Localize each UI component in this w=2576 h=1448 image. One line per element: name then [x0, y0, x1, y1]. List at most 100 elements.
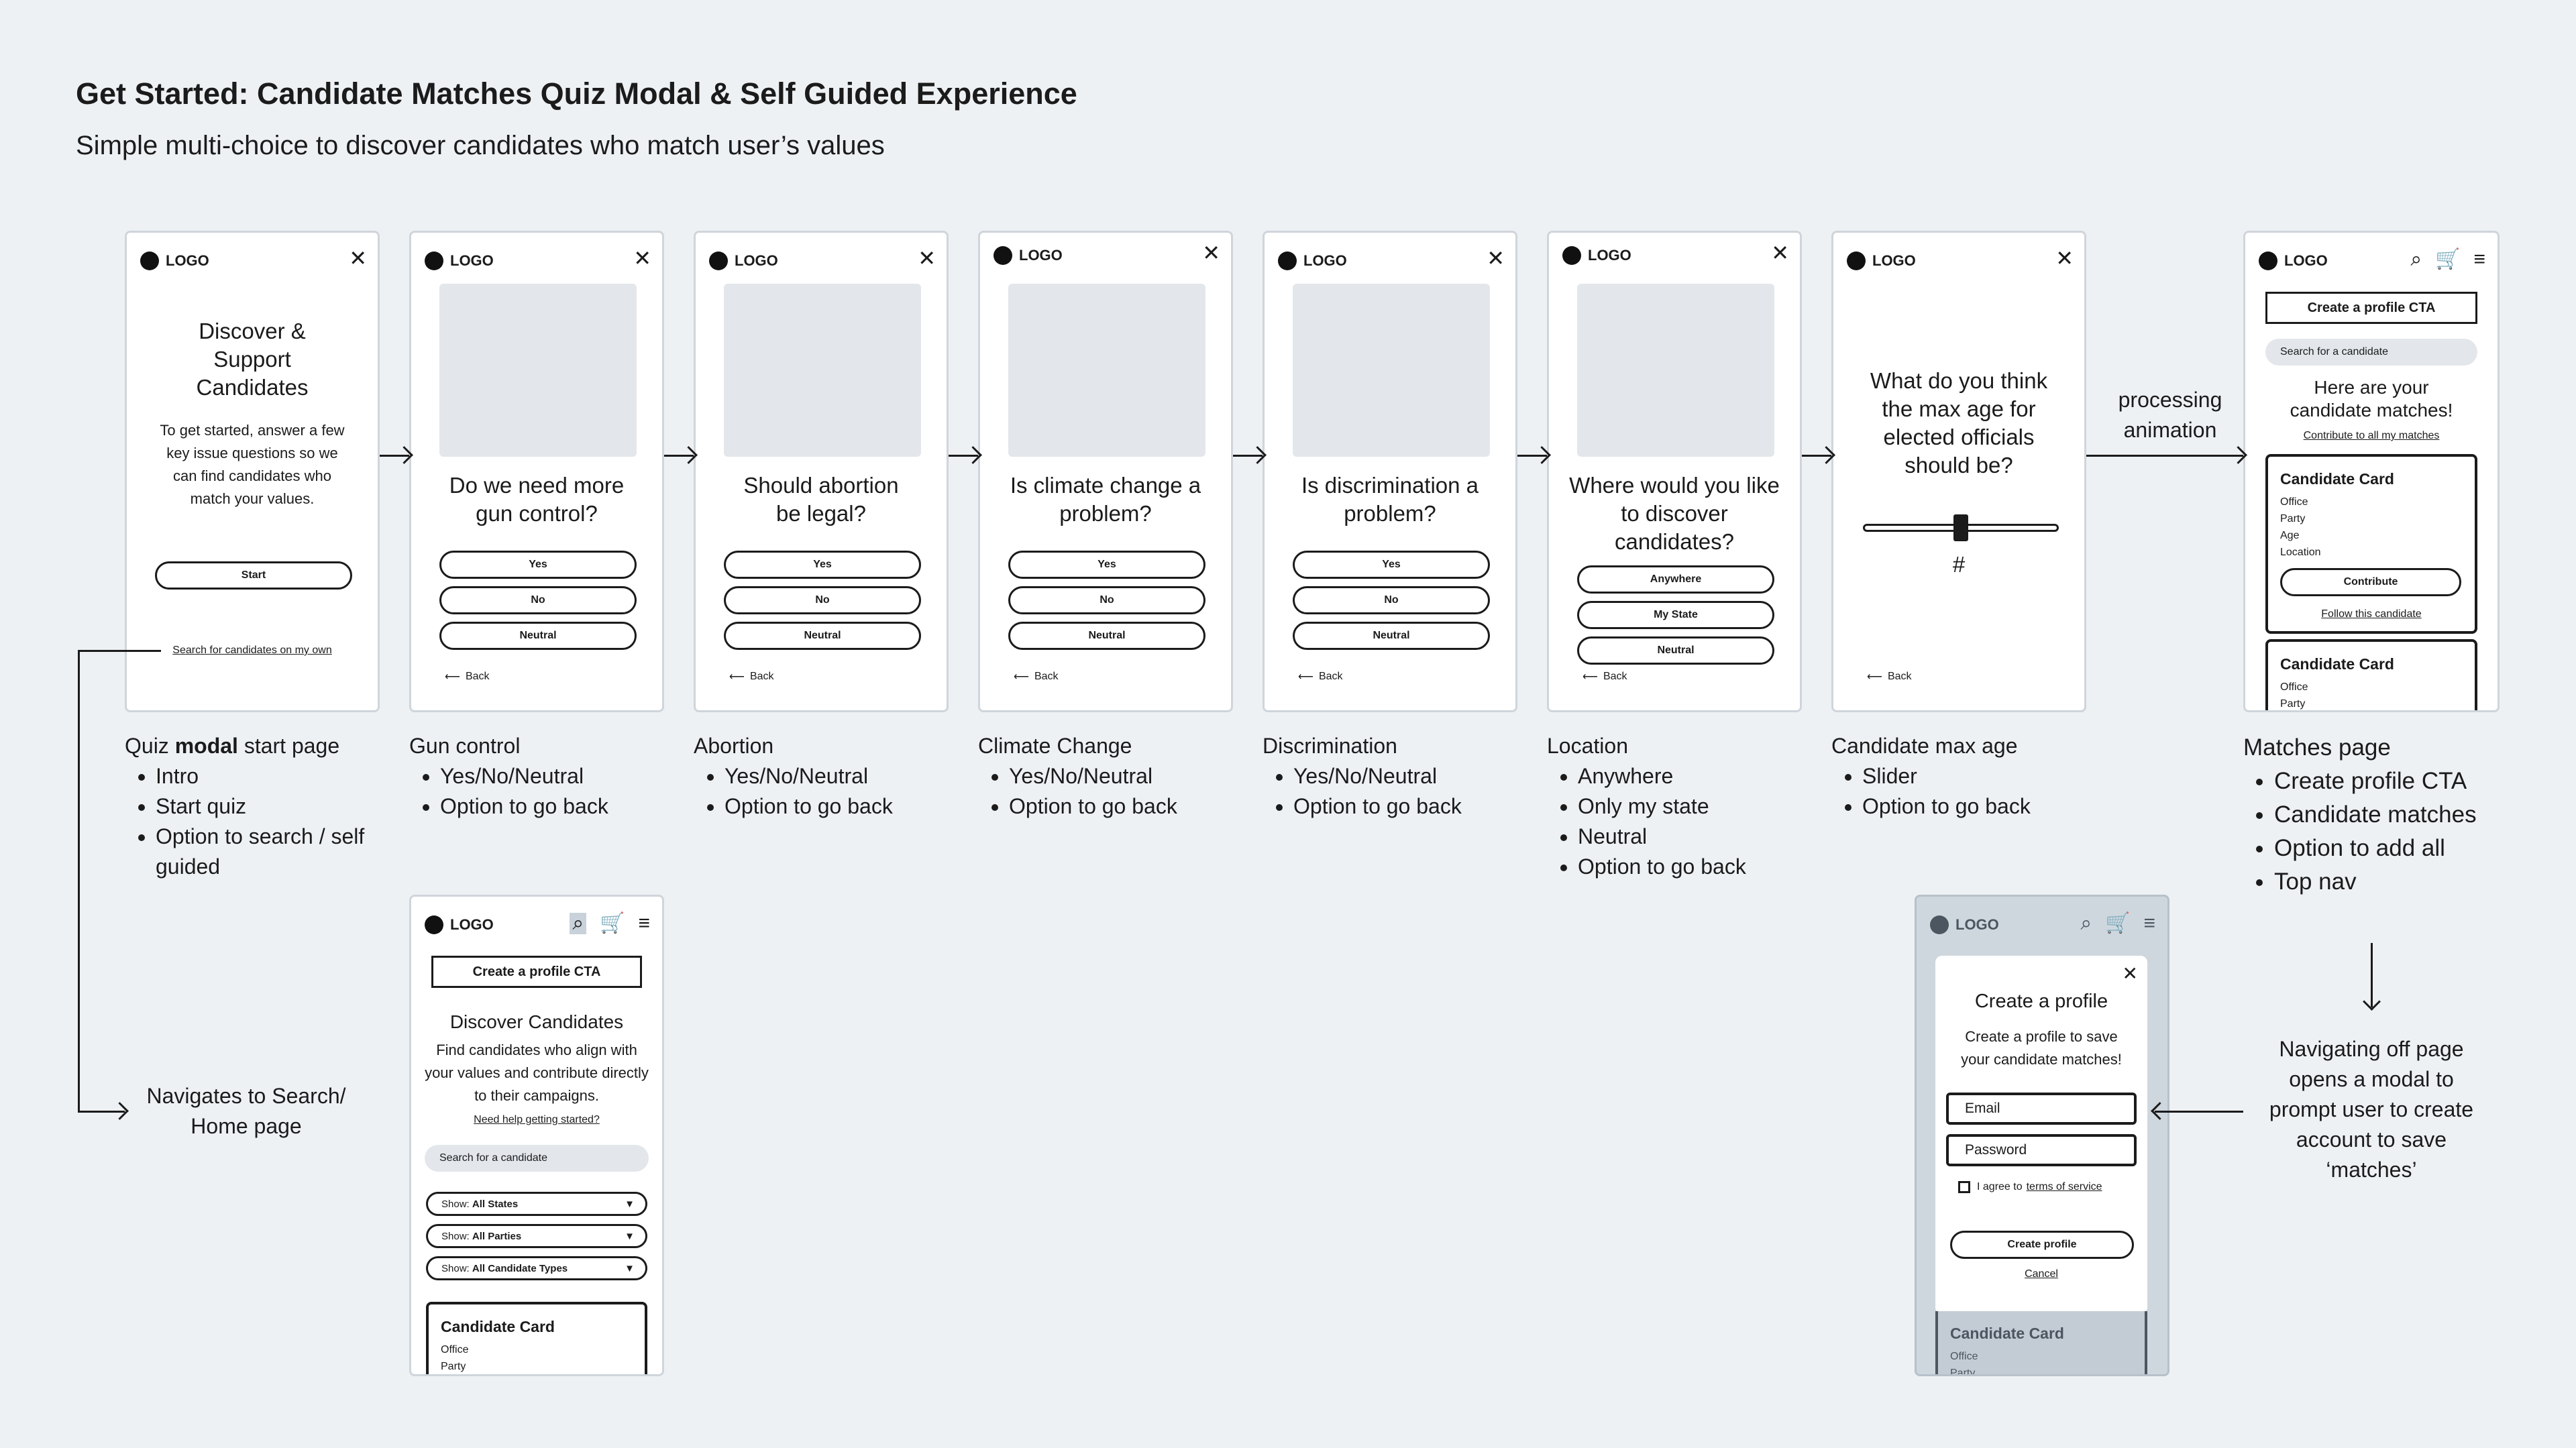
neutral-button[interactable]: Neutral — [1008, 622, 1205, 650]
candidate-card[interactable]: Candidate Card Office Party — [2265, 639, 2477, 710]
terms-checkbox[interactable] — [1958, 1181, 1970, 1193]
email-field[interactable]: Email — [1946, 1093, 2137, 1125]
cart-icon[interactable]: 🛒 — [2105, 912, 2131, 934]
branch-connector — [78, 650, 80, 1113]
neutral-button[interactable]: Neutral — [1293, 622, 1490, 650]
modal-title: Create a profile — [1974, 991, 2108, 1012]
search-icon[interactable]: ⌕ — [2080, 912, 2092, 934]
screen-quiz-start: LOGO ✕ Discover & Support Candidates To … — [125, 231, 380, 712]
search-icon[interactable]: ⌕ — [2410, 248, 2422, 270]
logo-mark-icon — [709, 252, 728, 270]
no-button[interactable]: No — [724, 586, 921, 614]
terms-link[interactable]: terms of service — [2026, 1181, 2102, 1192]
age-slider[interactable] — [1863, 514, 2059, 541]
help-link[interactable]: Need help getting started? — [474, 1114, 600, 1125]
arrow-left-icon: ⟵ — [1867, 671, 1882, 683]
no-button[interactable]: No — [1293, 586, 1490, 614]
filter-parties[interactable]: Show: All Parties▼ — [426, 1224, 647, 1248]
neutral-button[interactable]: Neutral — [724, 622, 921, 650]
card-field: Office — [2280, 496, 2308, 508]
label-abortion: Abortion Yes/No/NeutralOption to go back — [694, 731, 962, 822]
search-input[interactable]: Search for a candidate — [425, 1145, 649, 1172]
close-icon[interactable]: ✕ — [633, 246, 651, 270]
logo: LOGO — [1930, 915, 1999, 934]
close-icon[interactable]: ✕ — [2055, 246, 2074, 270]
question-text: Do we need more gun control? — [449, 473, 625, 526]
logo: LOGO — [1562, 246, 1631, 265]
create-profile-cta[interactable]: Create a profile CTA — [2265, 292, 2477, 324]
back-button[interactable]: ⟵Back — [1582, 671, 1627, 683]
cancel-link[interactable]: Cancel — [2025, 1268, 2058, 1280]
flow-arrow — [949, 455, 978, 457]
matches-heading: Here are your candidate matches! — [2290, 377, 2453, 421]
no-button[interactable]: No — [1008, 586, 1205, 614]
page-subtitle: Simple multi-choice to discover candidat… — [76, 131, 885, 160]
create-profile-button[interactable]: Create profile — [1950, 1231, 2134, 1259]
branch-arrow — [78, 1111, 125, 1113]
screen-location: LOGO ✕ Where would you like to discover … — [1547, 231, 1802, 712]
image-placeholder — [439, 284, 637, 457]
cart-icon[interactable]: 🛒 — [2435, 248, 2461, 270]
filter-candidate-types[interactable]: Show: All Candidate Types▼ — [426, 1256, 647, 1280]
caret-down-icon: ▼ — [625, 1262, 635, 1274]
arrow-left-icon: ⟵ — [729, 671, 745, 683]
card-field: Office — [1950, 1351, 1978, 1362]
back-button[interactable]: ⟵Back — [729, 671, 774, 683]
create-profile-cta[interactable]: Create a profile CTA — [431, 956, 642, 988]
back-button[interactable]: ⟵Back — [1014, 671, 1059, 683]
yes-button[interactable]: Yes — [1008, 551, 1205, 579]
screen-profile-modal: LOGO ⌕ 🛒 ≡ ✕ Create a profile Create a p… — [1915, 895, 2169, 1376]
flow-arrow — [1802, 455, 1831, 457]
start-heading: Discover & Support Candidates — [196, 319, 309, 400]
contribute-button[interactable]: Contribute — [2280, 568, 2461, 596]
start-button[interactable]: Start — [155, 561, 352, 590]
down-arrow — [2371, 943, 2373, 1007]
top-nav: ⌕ 🛒 ≡ — [2410, 249, 2485, 270]
search-own-link[interactable]: Search for candidates on my own — [172, 645, 332, 656]
anywhere-button[interactable]: Anywhere — [1577, 565, 1774, 594]
close-icon[interactable]: ✕ — [1202, 241, 1220, 265]
label-location: Location Anywhere Only my state Neutral … — [1547, 731, 1815, 882]
navigating-off-note: Navigating off page opens a modal to pro… — [2269, 1037, 2474, 1182]
yes-button[interactable]: Yes — [439, 551, 637, 579]
follow-link[interactable]: Follow this candidate — [2321, 608, 2422, 620]
logo: LOGO — [709, 252, 778, 270]
image-placeholder — [1577, 284, 1774, 457]
cart-icon[interactable]: 🛒 — [600, 912, 625, 934]
close-icon[interactable]: ✕ — [2122, 963, 2138, 984]
yes-button[interactable]: Yes — [724, 551, 921, 579]
logo-mark-icon — [994, 246, 1012, 265]
candidate-card[interactable]: Candidate Card Office Party — [426, 1302, 647, 1374]
yes-button[interactable]: Yes — [1293, 551, 1490, 579]
my-state-button[interactable]: My State — [1577, 601, 1774, 629]
candidate-card: Candidate Card Office Party — [1935, 1311, 2147, 1374]
neutral-button[interactable]: Neutral — [439, 622, 637, 650]
filter-states[interactable]: Show: All States▼ — [426, 1192, 647, 1216]
contribute-all-link[interactable]: Contribute to all my matches — [2303, 430, 2440, 441]
card-field: Office — [441, 1344, 469, 1355]
top-nav: ⌕ 🛒 ≡ — [2080, 913, 2155, 934]
close-icon[interactable]: ✕ — [1771, 241, 1789, 265]
logo-mark-icon — [425, 252, 443, 270]
search-input[interactable]: Search for a candidate — [2265, 339, 2477, 366]
close-icon[interactable]: ✕ — [349, 246, 367, 270]
no-button[interactable]: No — [439, 586, 637, 614]
back-button[interactable]: ⟵Back — [445, 671, 490, 683]
menu-icon[interactable]: ≡ — [2143, 912, 2155, 934]
back-button[interactable]: ⟵Back — [1298, 671, 1343, 683]
neutral-button[interactable]: Neutral — [1577, 636, 1774, 665]
arrow-left-icon: ⟵ — [445, 671, 460, 683]
close-icon[interactable]: ✕ — [1487, 246, 1505, 270]
candidate-card[interactable]: Candidate Card Office Party Age Location… — [2265, 454, 2477, 634]
menu-icon[interactable]: ≡ — [638, 912, 650, 934]
slider-thumb[interactable] — [1953, 514, 1968, 541]
password-field[interactable]: Password — [1946, 1134, 2137, 1166]
menu-icon[interactable]: ≡ — [2473, 248, 2485, 270]
question-text: Is climate change a problem? — [1010, 473, 1201, 526]
logo: LOGO — [1847, 252, 1916, 270]
flow-arrow — [664, 455, 694, 457]
search-icon[interactable]: ⌕ — [570, 913, 587, 934]
back-button[interactable]: ⟵Back — [1867, 671, 1912, 683]
logo: LOGO — [2259, 252, 2328, 270]
close-icon[interactable]: ✕ — [918, 246, 936, 270]
